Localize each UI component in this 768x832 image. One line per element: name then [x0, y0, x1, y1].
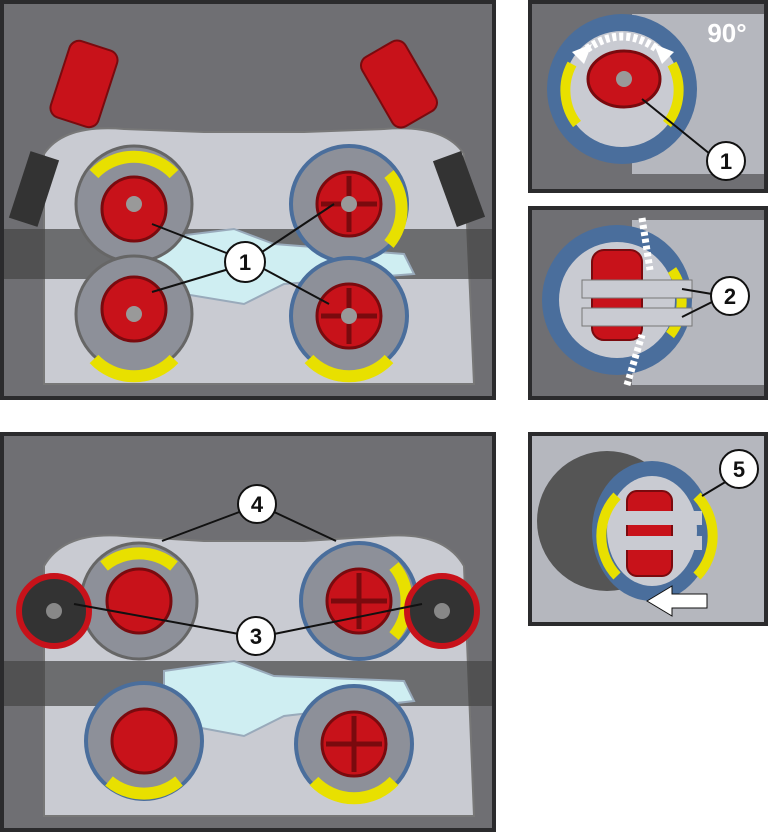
tension-arm-right: [360, 39, 486, 228]
roller-top-left: [74, 144, 194, 264]
rotation-arrow: [584, 32, 660, 53]
roller-top-right-b: [299, 541, 419, 661]
svg-text:1: 1: [239, 250, 251, 275]
svg-text:1: 1: [720, 149, 732, 174]
callout-lines-3: [73, 603, 423, 635]
roller-removal-drawing: 5: [532, 436, 764, 622]
panel-bottom-left-roller-teeth: 4 3: [0, 432, 496, 832]
rotate-detail-drawing: 90° 1: [547, 14, 764, 181]
callout-1-badge: 1: [224, 241, 266, 283]
tension-arm-left: [8, 39, 119, 227]
svg-text:5: 5: [733, 457, 745, 482]
callout-2-badge: 2: [710, 276, 750, 316]
svg-text:3: 3: [250, 624, 262, 649]
svg-text:2: 2: [724, 284, 736, 309]
roller-top-right: [289, 144, 409, 264]
panel-mid-right-roller-groove: 2: [528, 206, 768, 400]
panel-top-right-rotate-90: 90° 1: [528, 0, 768, 193]
roller-bottom-right-b: [294, 684, 414, 805]
callout-5-badge: 5: [719, 449, 759, 489]
angle-label: 90°: [707, 18, 746, 48]
roller-bottom-left-b: [84, 681, 204, 801]
tension-knob-right: [404, 573, 480, 649]
panel-bottom-right-roller-removal: 5: [528, 432, 768, 626]
svg-text:4: 4: [251, 492, 264, 517]
roller-bottom-left: [74, 254, 194, 383]
callout-3-badge: 3: [236, 616, 276, 656]
callout-lines-1: [151, 203, 335, 305]
tension-knob-left: [16, 573, 92, 649]
roller-ring-bottom: [581, 307, 693, 327]
callout-1-badge-right: 1: [706, 141, 746, 181]
roller-teeth-drawing: 4 3: [4, 484, 492, 817]
callout-lines-4: [161, 510, 337, 542]
roller-ring-top: [581, 279, 693, 299]
panel-top-left-feed-rollers: 1: [0, 0, 496, 400]
callout-4-badge: 4: [237, 484, 277, 524]
roller-bottom-right: [289, 256, 409, 383]
feed-mechanism-drawing: 1: [4, 39, 492, 385]
pull-arrow: [646, 585, 708, 617]
roller-top-left-b: [79, 541, 199, 661]
groove-detail-drawing: 2: [542, 217, 764, 387]
